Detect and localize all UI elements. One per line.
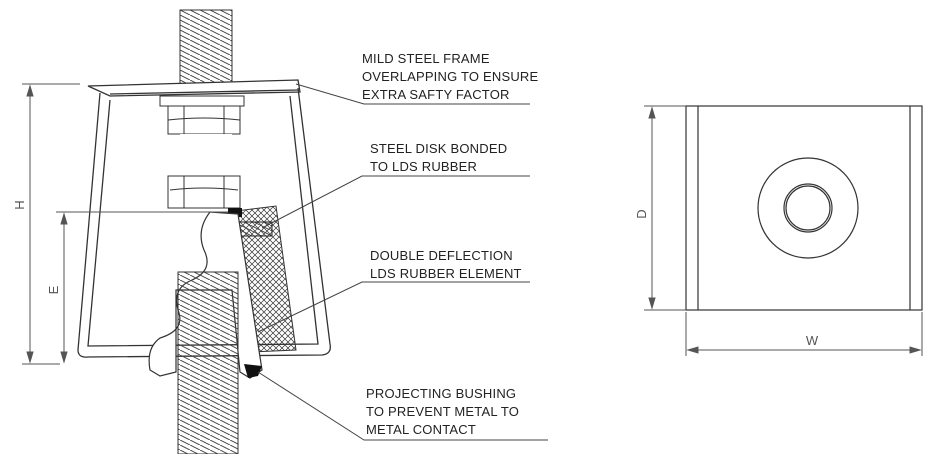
threaded-rod-middle [180, 134, 232, 176]
callout-bushing-line-1: PROJECTING BUSHING [366, 386, 517, 401]
callout-rubber-line-2: LDS RUBBER ELEMENT [370, 266, 522, 281]
threaded-rod-lower [177, 271, 239, 454]
dimension-w-label: W [806, 333, 819, 348]
dimension-d [644, 105, 686, 311]
dimension-h [22, 83, 80, 365]
callout-bushing-line-2: TO PREVENT METAL TO [366, 404, 520, 419]
dimension-h-label: H [12, 200, 27, 209]
leader-lines [257, 83, 548, 441]
callout-frame-line-2: OVERLAPPING TO ENSURE [362, 69, 539, 84]
callout-rubber: DOUBLE DEFLECTION LDS RUBBER ELEMENT [370, 247, 522, 283]
dimension-e [56, 211, 228, 364]
callout-frame: MILD STEEL FRAME OVERLAPPING TO ENSURE E… [362, 50, 538, 104]
dimension-e-label: E [46, 285, 61, 294]
top-view [685, 105, 923, 311]
callout-rubber-line-1: DOUBLE DEFLECTION [370, 248, 513, 263]
callout-disk: STEEL DISK BONDED TO LDS RUBBER [370, 140, 507, 176]
upper-nut [167, 105, 241, 135]
top-washer [159, 95, 245, 107]
callout-disk-line-2: TO LDS RUBBER [370, 159, 478, 174]
dimension-d-label: D [634, 209, 649, 218]
callout-frame-line-1: MILD STEEL FRAME [362, 51, 490, 66]
callout-frame-line-3: EXTRA SAFTY FACTOR [362, 87, 510, 102]
lower-nut [167, 175, 241, 209]
callout-disk-line-1: STEEL DISK BONDED [370, 141, 508, 156]
projecting-bushing [244, 364, 262, 378]
callout-bushing-line-3: METAL CONTACT [366, 422, 476, 437]
threaded-rod-upper [179, 9, 233, 86]
dimension-w [685, 312, 923, 356]
callout-bushing: PROJECTING BUSHING TO PREVENT METAL TO M… [366, 385, 519, 439]
